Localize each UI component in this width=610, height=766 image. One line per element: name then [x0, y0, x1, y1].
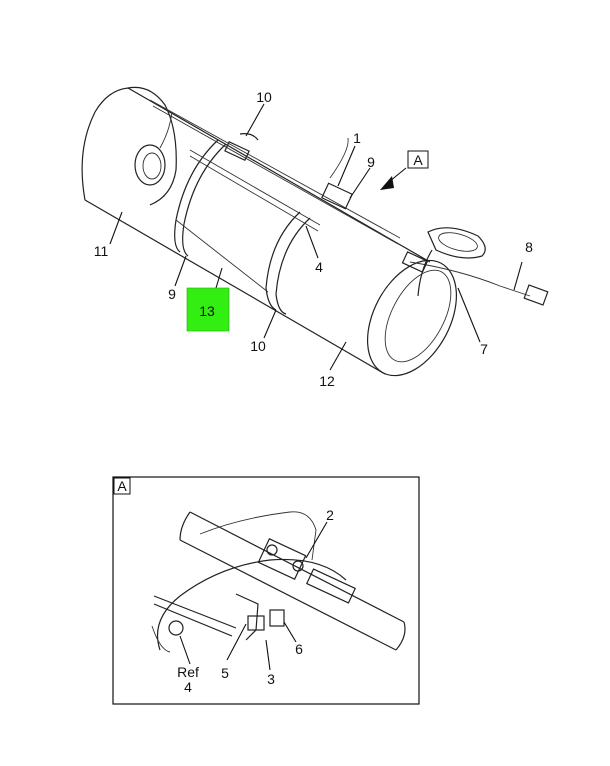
harness-connector [523, 284, 549, 306]
highlighted-part-13[interactable] [186, 287, 230, 332]
top-rail [149, 99, 401, 245]
detail-tank-outline [156, 558, 347, 651]
detail-callout-6: 6 [295, 641, 303, 657]
callout-10-bottom: 10 [250, 338, 266, 354]
detail-nut-6 [269, 609, 285, 627]
detail-label: A [117, 478, 127, 494]
wire-harness [409, 261, 531, 297]
view-a-label: A [413, 152, 423, 168]
clamp-band-top [239, 133, 259, 141]
detail-sensor-body [257, 537, 307, 581]
callout-1: 1 [353, 130, 361, 146]
detail-ref-number: 4 [184, 679, 192, 695]
callout-11: 11 [94, 243, 109, 259]
detail-bracket [235, 593, 259, 641]
callout-9-left: 9 [168, 286, 176, 302]
detail-wire [199, 511, 317, 561]
clamp-band-right-a [265, 211, 301, 311]
view-a-arrow [380, 167, 407, 190]
inlet-port [134, 144, 166, 186]
outlet-flange [438, 232, 478, 252]
muffler-assembly [81, 86, 549, 377]
sensor-clip [401, 251, 429, 273]
detail-ref-text: Ref [177, 664, 199, 680]
wire-loop-1 [329, 137, 349, 179]
callout-9-top: 9 [367, 154, 375, 170]
detail-clip-5 [247, 615, 265, 631]
detail-callout-3: 3 [267, 671, 275, 687]
detail-connector [305, 568, 357, 604]
callout-8: 8 [525, 239, 533, 255]
detail-label-box [113, 477, 131, 495]
outlet-pipe [427, 227, 486, 259]
muffler-body [81, 87, 431, 375]
callout-4: 4 [315, 259, 323, 275]
outlet-ring [384, 269, 452, 363]
callout-7: 7 [480, 341, 488, 357]
detail-frame [112, 476, 420, 705]
detail-strap [153, 595, 237, 637]
clamp-band-left-a [174, 139, 219, 253]
inlet-port-inner [142, 152, 162, 180]
callout-13: 13 [199, 303, 215, 319]
detail-bolt-1 [266, 544, 278, 556]
clamp-band-left-b [182, 143, 227, 257]
callout-10-top: 10 [256, 89, 272, 105]
right-end-cap [366, 259, 458, 377]
left-end-cap [127, 86, 177, 206]
view-a-box [407, 150, 429, 169]
bracket-clip [224, 141, 250, 161]
sensor-lead [159, 111, 173, 149]
center-section-lower [175, 219, 269, 293]
clamp-band-right-b [275, 217, 311, 315]
sensor-module [321, 182, 353, 210]
detail-fitting [168, 620, 184, 636]
leader-lines [109, 103, 523, 371]
detail-rail [179, 511, 405, 651]
detail-callout-2: 2 [326, 507, 334, 523]
detail-callout-5: 5 [221, 665, 229, 681]
detail-rail-ends [179, 511, 406, 651]
detail-bolt-2 [292, 560, 304, 572]
callout-12: 12 [319, 373, 335, 389]
bracket-rail [189, 149, 321, 232]
detail-view-a: A 2 6 3 5 Ref 4 [112, 476, 420, 705]
detail-hose [151, 625, 171, 653]
